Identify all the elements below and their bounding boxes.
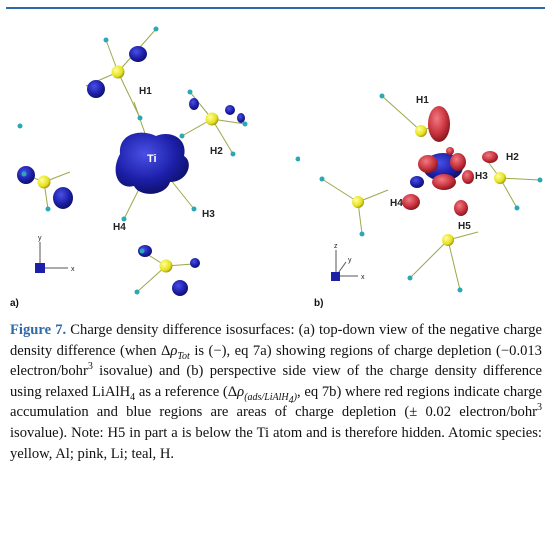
label-ti: Ti [147, 153, 157, 165]
caption-text-3: isovalue) and (b) perspective side view … [10, 363, 542, 400]
panel-b-figure: H1 H2 H3 H4 H5 z y x b) [310, 14, 546, 314]
figure-label: Figure 7. [10, 322, 67, 338]
label-h1-b: H1 [416, 95, 429, 106]
rho-symbol: ρ [170, 342, 178, 359]
top-rule [6, 7, 545, 9]
hydrogen-atoms-b [319, 93, 543, 293]
ads-close: ) [293, 391, 297, 403]
axis-indicator-a: y x [35, 235, 75, 273]
lialh4-subscript: 4 [130, 391, 136, 403]
label-h2-b: H2 [506, 152, 519, 163]
label-h4: H4 [113, 222, 126, 233]
label-h5-b: H5 [458, 221, 471, 232]
hydrogen-atoms [17, 26, 300, 295]
caption-text-2: is (−), eq 7a) showing regions of charge… [10, 342, 542, 380]
axis-label-y: y [38, 235, 42, 242]
caption-text-6: isovalue). Note: H5 in part a is below t… [10, 424, 542, 462]
ads-subscript: (ads/LiAlH4) [244, 391, 297, 406]
panel-b-svg: H1 H2 H3 H4 H5 z y x b) [314, 93, 543, 309]
aluminum-atoms [37, 65, 219, 273]
aluminum-atoms-b [352, 125, 506, 246]
exponent-1: 3 [87, 361, 93, 373]
exponent-2: 3 [537, 402, 542, 414]
panel-a-figure: Ti H1 H2 H3 H4 y x a) [8, 14, 300, 314]
panel-a-tag: a) [10, 298, 19, 309]
figure-caption: Figure 7. Charge density difference isos… [10, 320, 542, 464]
axis-label-x: x [71, 266, 75, 273]
charge-lobes-b [402, 106, 498, 216]
label-h3-b: H3 [475, 171, 488, 182]
panel-a-svg: Ti H1 H2 H3 H4 y x a) [10, 26, 300, 309]
caption-text-4: as a reference ( [135, 383, 228, 400]
caption-text-1: Charge density difference isosurfaces: (… [10, 322, 542, 359]
axis-label-y-b: y [348, 257, 352, 264]
label-h1: H1 [139, 86, 152, 97]
caption-text-5: , eq 7b) where red regions indicate char… [10, 383, 542, 421]
label-h3: H3 [202, 209, 215, 220]
delta-symbol: Δ [161, 342, 171, 359]
tot-subscript: Tot [177, 350, 190, 362]
delta-symbol-2: Δ [227, 383, 238, 400]
axis-label-x-b: x [361, 274, 365, 281]
rho-symbol-2: ρ [237, 383, 245, 400]
panel-b-tag: b) [314, 298, 323, 309]
ads-4: 4 [288, 394, 294, 406]
charge-depletion-lobes [17, 46, 245, 296]
axis-label-z-b: z [334, 243, 338, 250]
label-h4-b: H4 [390, 198, 403, 209]
ads-text: (ads/LiAlH [244, 391, 289, 403]
label-h2: H2 [210, 146, 223, 157]
axis-indicator-b: z y x [331, 243, 365, 281]
